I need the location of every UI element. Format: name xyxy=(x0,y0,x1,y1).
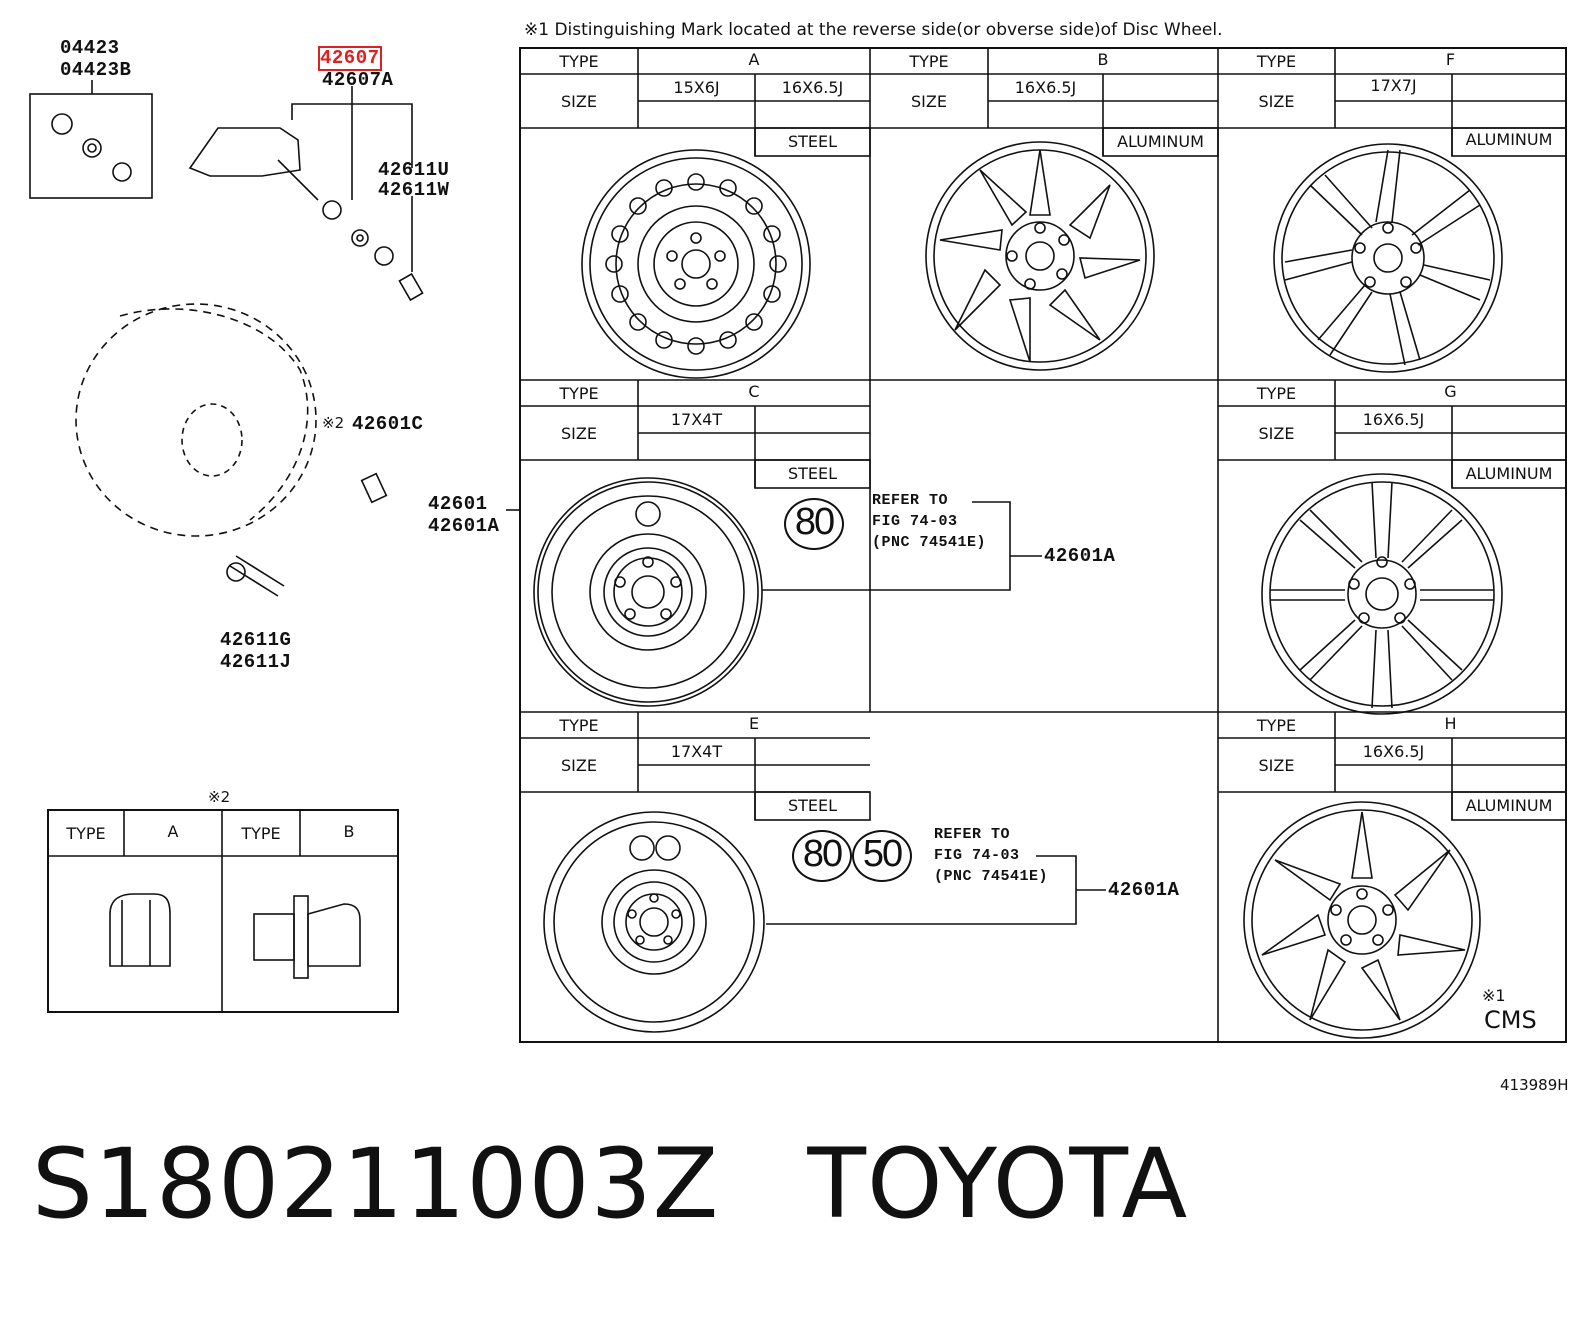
footer-title: S180211003Z TOYOTA xyxy=(32,1128,1188,1240)
footer-part-number: S180211003Z xyxy=(32,1128,720,1240)
wheel-h-drawing xyxy=(1243,801,1481,1039)
size-value-c1: 17X4T xyxy=(670,410,723,429)
part-42607-highlighted[interactable]: 42607 xyxy=(318,46,382,71)
wheel-c-drawing xyxy=(533,477,763,707)
size-value-a1: 15X6J xyxy=(673,78,720,97)
nut-table-mark: ※2 xyxy=(208,788,231,806)
refer-block-c: REFER TO FIG 74-03 (PNC 74541E) xyxy=(872,490,986,553)
wheel-b-drawing xyxy=(925,141,1155,371)
nut-type-label-a: TYPE xyxy=(66,824,106,843)
part-42611w[interactable]: 42611W xyxy=(378,179,450,201)
size-label-g: SIZE xyxy=(1258,424,1295,443)
size-value-f1: 17X7J xyxy=(1370,76,1417,95)
refer-line1-c: REFER TO xyxy=(872,492,949,509)
nut-type-value-b: B xyxy=(343,822,355,841)
size-value-b1: 16X6.5J xyxy=(1014,78,1077,97)
badge-80-e: 80 xyxy=(792,830,852,882)
size-label-f: SIZE xyxy=(1258,92,1295,111)
material-g: ALUMINUM xyxy=(1465,464,1553,483)
type-label-e: TYPE xyxy=(559,716,599,735)
type-label-a: TYPE xyxy=(559,52,599,71)
type-value-a: A xyxy=(748,50,760,69)
part-42601a-c[interactable]: 42601A xyxy=(1044,545,1116,567)
size-value-g1: 16X6.5J xyxy=(1362,410,1425,429)
mark-2-valve: ※2 xyxy=(322,414,345,432)
footer-brand: TOYOTA xyxy=(807,1128,1189,1240)
material-f: ALUMINUM xyxy=(1465,130,1553,149)
size-value-h1: 16X6.5J xyxy=(1362,742,1425,761)
part-42611u[interactable]: 42611U xyxy=(378,159,450,181)
type-label-h: TYPE xyxy=(1256,716,1297,735)
badge-80-c: 80 xyxy=(784,498,844,550)
part-42601a[interactable]: 42601A xyxy=(428,515,500,537)
part-04423b[interactable]: 04423B xyxy=(60,59,132,81)
type-value-h: H xyxy=(1444,714,1457,733)
type-value-g: G xyxy=(1444,382,1457,401)
part-42611j[interactable]: 42611J xyxy=(220,651,292,673)
refer-block-e: REFER TO FIG 74-03 (PNC 74541E) xyxy=(934,824,1048,887)
wheel-g-drawing xyxy=(1261,473,1503,715)
part-42607a[interactable]: 42607A xyxy=(322,69,394,91)
figure-id: 413989H xyxy=(1500,1076,1569,1094)
badge-50-e: 50 xyxy=(852,830,912,882)
material-b: ALUMINUM xyxy=(1117,132,1204,151)
size-label-h: SIZE xyxy=(1258,756,1295,775)
wheel-f-drawing xyxy=(1273,143,1503,373)
size-label-b: SIZE xyxy=(911,92,947,111)
material-c: STEEL xyxy=(787,464,838,483)
material-a: STEEL xyxy=(787,132,838,151)
wheel-e-drawing xyxy=(543,811,765,1033)
type-value-c: C xyxy=(748,382,760,401)
part-04423[interactable]: 04423 xyxy=(60,37,120,59)
cms-text: CMS xyxy=(1484,1006,1537,1034)
refer-line2-e: FIG 74-03 xyxy=(934,847,1020,864)
size-value-e1: 17X4T xyxy=(670,742,723,761)
size-value-a2: 16X6.5J xyxy=(781,78,844,97)
refer-line3-e: (PNC 74541E) xyxy=(934,868,1049,885)
size-label-c: SIZE xyxy=(561,424,597,443)
type-value-f: F xyxy=(1445,50,1456,69)
part-42601a-e[interactable]: 42601A xyxy=(1108,879,1180,901)
type-label-b: TYPE xyxy=(909,52,949,71)
part-42601c[interactable]: 42601C xyxy=(352,413,424,435)
cms-mark: ※1 xyxy=(1482,986,1506,1005)
size-label-e: SIZE xyxy=(561,756,597,775)
part-42611g[interactable]: 42611G xyxy=(220,629,292,651)
refer-line3-c: (PNC 74541E) xyxy=(872,534,987,551)
wheel-a-drawing xyxy=(581,149,811,379)
type-value-b: B xyxy=(1097,50,1109,69)
material-e: STEEL xyxy=(787,796,838,815)
type-label-g: TYPE xyxy=(1256,384,1297,403)
refer-line2-c: FIG 74-03 xyxy=(872,513,958,530)
part-42601[interactable]: 42601 xyxy=(428,493,488,515)
distinguishing-mark-note: ※1 Distinguishing Mark located at the re… xyxy=(524,20,1223,40)
refer-line1-e: REFER TO xyxy=(934,826,1011,843)
size-label-a: SIZE xyxy=(561,92,597,111)
type-label-f: TYPE xyxy=(1256,52,1297,71)
type-value-e: E xyxy=(748,714,760,733)
nut-type-label-b: TYPE xyxy=(241,824,281,843)
material-h: ALUMINUM xyxy=(1465,796,1553,815)
nut-type-value-a: A xyxy=(167,822,179,841)
type-label-c: TYPE xyxy=(559,384,599,403)
